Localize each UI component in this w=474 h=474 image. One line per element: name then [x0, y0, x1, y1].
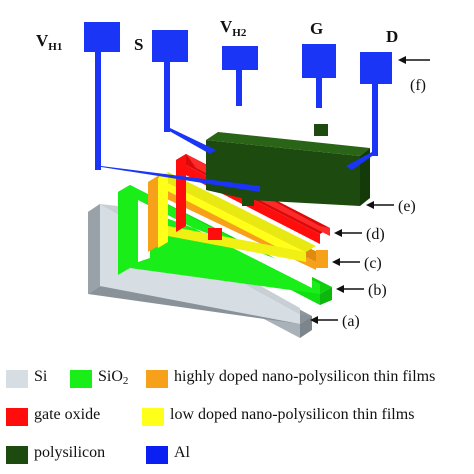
pad-d	[360, 52, 392, 84]
sio2-swatch	[70, 370, 92, 388]
sio2-label: SiO2	[98, 368, 129, 387]
heavy-label: highly doped nano-polysilicon thin films	[174, 368, 436, 385]
gate-oxide-label: gate oxide	[34, 406, 101, 423]
polysilicon-swatch	[6, 446, 28, 464]
trace-d-vertical	[372, 84, 378, 156]
polysilicon-layer	[206, 124, 370, 206]
si-label: Si	[34, 368, 48, 385]
light-label: low doped nano-polysilicon thin films	[170, 406, 415, 423]
trace-s-vertical	[164, 62, 170, 132]
label-s: S	[134, 35, 143, 54]
callout-a: (a)	[342, 313, 360, 330]
polysilicon-label: polysilicon	[34, 444, 106, 461]
terminal-labels: VH1 S VH2 G D	[36, 17, 398, 54]
pad-vh1	[84, 22, 120, 52]
callout-arrows	[310, 56, 430, 324]
heavy-swatch	[146, 370, 168, 388]
si-swatch	[6, 370, 28, 388]
trace-vh2	[236, 70, 242, 106]
al-label: Al	[174, 444, 190, 461]
al-interconnects	[84, 22, 392, 192]
trace-d-diagonal	[346, 152, 378, 170]
callout-b: (b)	[368, 282, 387, 299]
low-doped-film	[158, 172, 316, 262]
gate-oxide-swatch	[6, 408, 28, 426]
trace-vh1-horizontal	[95, 166, 260, 192]
callout-labels: (f) (e) (d) (c) (b) (a)	[342, 77, 426, 330]
trace-vh1-vertical	[95, 52, 101, 170]
pad-s	[152, 30, 188, 62]
light-swatch	[142, 408, 164, 426]
callout-c: (c)	[364, 255, 382, 272]
al-swatch	[146, 446, 168, 464]
label-g: G	[310, 19, 323, 38]
callout-d: (d)	[366, 226, 385, 243]
label-vh2: VH2	[220, 17, 247, 39]
callout-f: (f)	[410, 77, 426, 94]
trace-s-diagonal	[164, 128, 216, 154]
label-vh1: VH1	[36, 31, 62, 53]
pad-g	[302, 44, 336, 78]
label-d: D	[386, 27, 398, 46]
device-structure-diagram: VH1 S VH2 G D (f) (e) (d) (c) (b)	[36, 17, 430, 338]
pad-vh2	[222, 46, 258, 70]
callout-e: (e)	[398, 198, 416, 215]
trace-g	[316, 78, 322, 108]
